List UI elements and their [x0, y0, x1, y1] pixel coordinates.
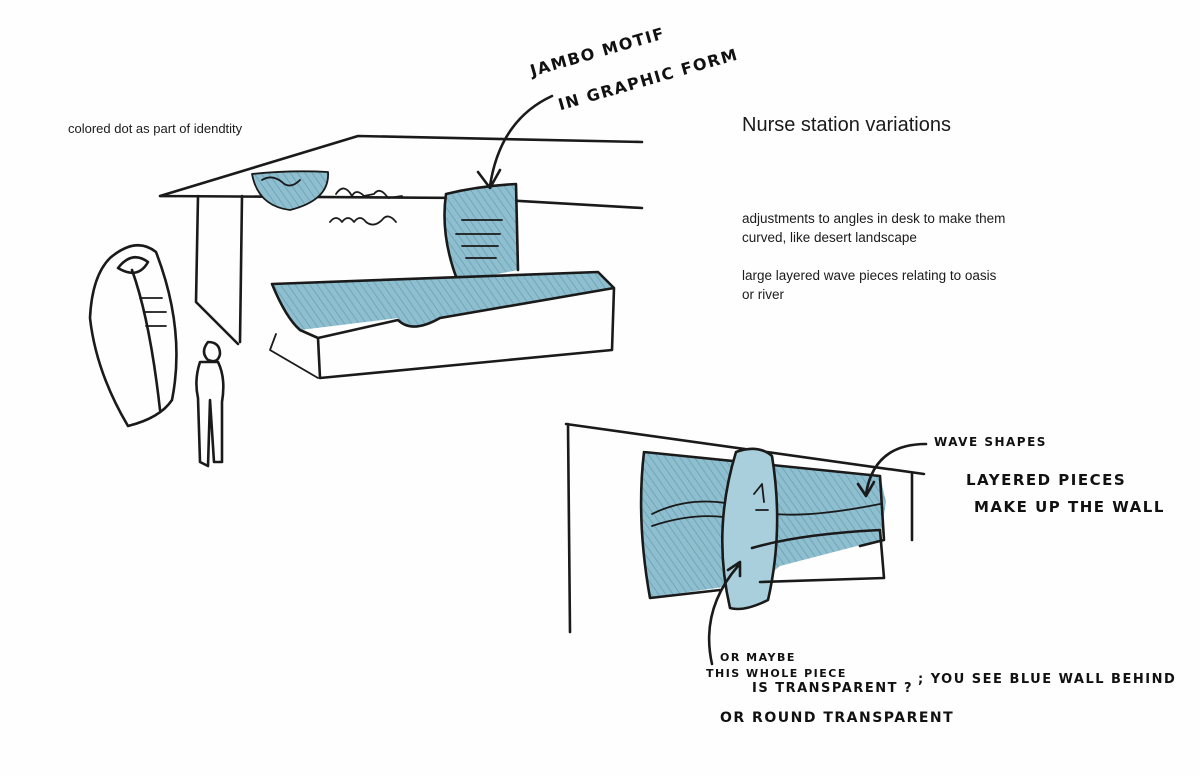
hand-maybe-line3: IS TRANSPARENT ? — [752, 681, 914, 696]
hand-maybe-line2: THIS WHOLE PIECE — [706, 667, 847, 680]
wave-wall-sketch — [564, 422, 928, 666]
note-wave-line2: or river — [742, 287, 785, 302]
note-wave-line1: large layered wave pieces relating to oa… — [742, 268, 997, 283]
transparent-note-arrow — [707, 560, 742, 666]
totem-outline — [88, 244, 178, 428]
nurse-station-sketch-top — [158, 94, 644, 380]
jambo-motif-panel — [444, 184, 518, 282]
caption-colored-dot: colored dot as part of idendtity — [68, 121, 243, 136]
colored-dot-graphic — [252, 171, 329, 210]
hand-layered-line2: MAKE UP THE WALL — [974, 498, 1165, 516]
hand-wave-shapes: WAVE SHAPES — [934, 435, 1047, 449]
desk-top-surface — [272, 272, 614, 330]
hand-layered-line1: LAYERED PIECES — [966, 471, 1127, 489]
wave-shapes-arrow — [856, 442, 928, 498]
note-adjustments-line1: adjustments to angles in desk to make th… — [742, 211, 1006, 226]
desk-outline — [270, 270, 616, 380]
person-figure — [195, 340, 225, 468]
identity-totem-sketch — [88, 244, 178, 428]
wall-scribble-text — [329, 187, 403, 226]
hand-blue-wall: ; YOU SEE BLUE WALL BEHIND — [918, 672, 1177, 687]
ceiling-outline — [158, 134, 644, 210]
page-title: Nurse station variations — [742, 114, 951, 136]
back-wall-outline — [194, 194, 244, 346]
person-outline — [195, 340, 225, 468]
motif-arrow — [476, 94, 554, 190]
hand-round-transparent: OR ROUND TRANSPARENT — [720, 710, 955, 726]
lower-desk-outline — [750, 528, 886, 584]
hand-maybe-line1: OR MAYBE — [720, 651, 796, 664]
note-adjustments-line2: curved, like desert landscape — [742, 230, 917, 245]
